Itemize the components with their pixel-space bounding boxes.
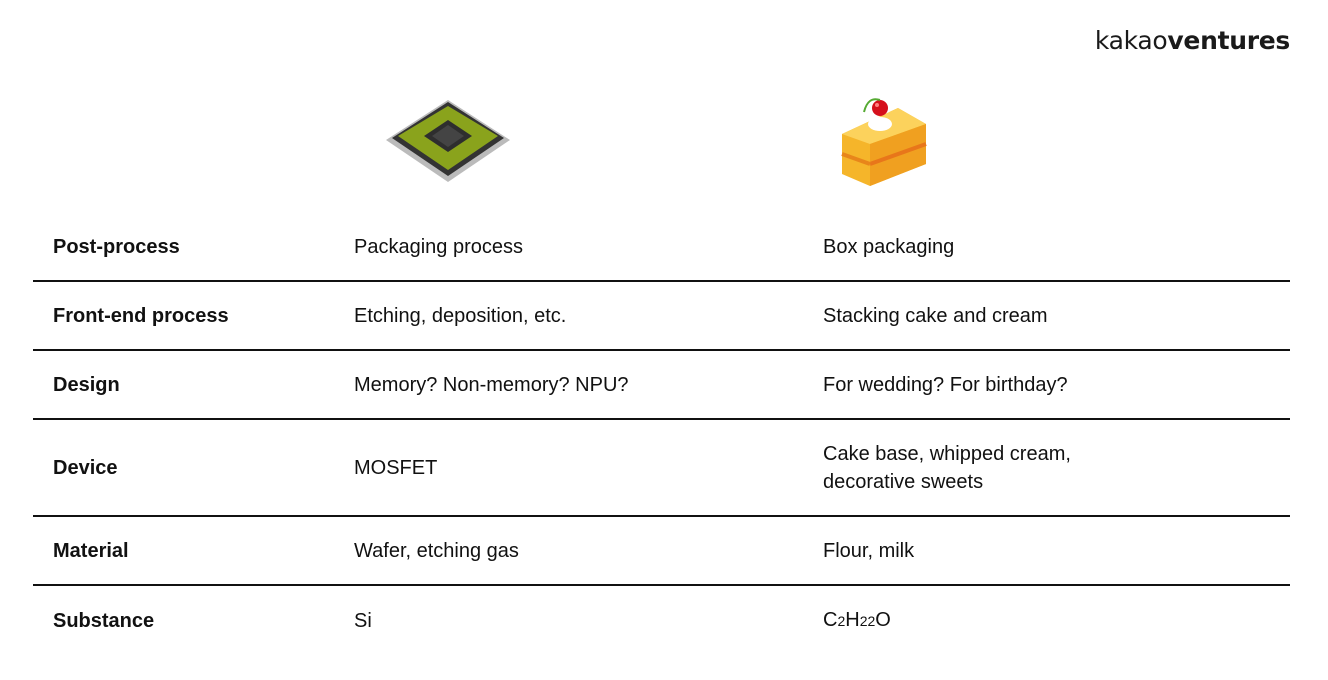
cake-cell-line: Cake base, whipped cream,	[823, 442, 1071, 465]
cake-formula: C2H22O	[823, 606, 1290, 635]
chip-cell: Memory? Non-memory? NPU?	[354, 373, 629, 396]
row-label: Design	[53, 373, 120, 396]
chip-cell: Etching, deposition, etc.	[354, 304, 567, 327]
formula-part: C	[823, 609, 838, 631]
chip-cell: Si	[354, 609, 372, 632]
row-label: Post-process	[53, 235, 180, 258]
cake-slice-icon	[841, 98, 927, 186]
cake-cell: Stacking cake and cream	[823, 304, 1048, 327]
chip-cell: Packaging process	[354, 235, 523, 258]
table-row: Post-process Packaging process Box packa…	[33, 213, 1290, 282]
chip-cell: MOSFET	[354, 456, 438, 479]
logo-light-text: kakao	[1094, 26, 1168, 55]
cake-cell: Cake base, whipped cream, decorative swe…	[823, 440, 1290, 496]
formula-part: O	[875, 609, 891, 631]
table-row: Design Memory? Non-memory? NPU? For wedd…	[33, 351, 1290, 420]
row-label: Device	[53, 456, 118, 479]
formula-part: 2	[837, 613, 846, 629]
row-label: Front-end process	[53, 304, 229, 327]
logo-bold-text: ventures	[1167, 26, 1290, 55]
comparison-table: Post-process Packaging process Box packa…	[33, 213, 1290, 655]
formula-part: H	[845, 609, 860, 631]
chip-cell: Wafer, etching gas	[354, 539, 519, 562]
cake-cell: Box packaging	[823, 235, 955, 258]
row-label: Material	[53, 539, 129, 562]
kakaoventures-logo: kakaoventures	[1095, 26, 1290, 55]
row-label: Substance	[53, 609, 155, 632]
table-row: Front-end process Etching, deposition, e…	[33, 282, 1290, 351]
formula-part: 22	[859, 613, 876, 629]
table-row: Material Wafer, etching gas Flour, milk	[33, 517, 1290, 586]
table-row: Substance Si C2H22O	[33, 586, 1290, 655]
semiconductor-chip-icon	[386, 100, 510, 182]
cake-cell-line: decorative sweets	[823, 470, 984, 493]
cake-cell: Flour, milk	[823, 539, 915, 562]
table-row: Device MOSFET Cake base, whipped cream, …	[33, 420, 1290, 517]
cake-cell: For wedding? For birthday?	[823, 373, 1068, 396]
